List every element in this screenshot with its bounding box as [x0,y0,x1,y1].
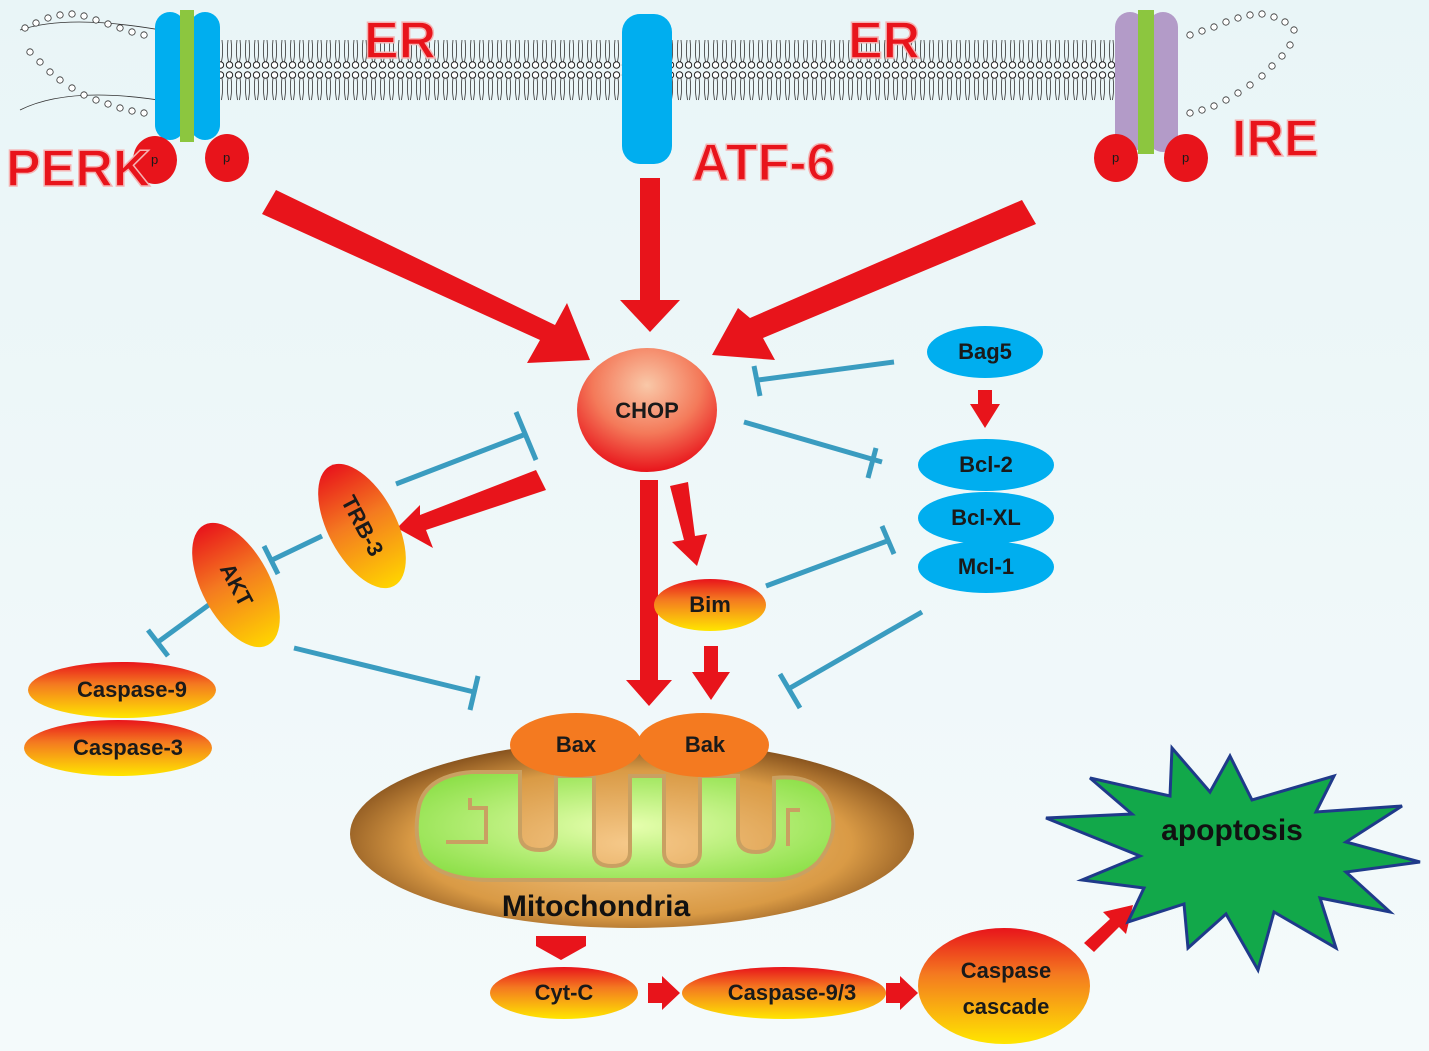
inhibit-bag5-to-chop [751,359,895,397]
chop-node: CHOP [577,348,717,472]
phospho-perk-right-label: p [223,150,230,165]
bak-label: Bak [685,732,726,757]
phospho-perk-right [205,134,249,182]
phospho-ire-right-label: p [1182,150,1189,165]
arrow-bim-to-bak [692,646,730,700]
inhibition-lines [146,359,924,711]
bclxl-node: Bcl-XL [918,492,1054,544]
inhibit-bim-to-bclxl [765,525,897,589]
mcl1-label: Mcl-1 [958,554,1014,579]
atf6-receptor [622,14,672,164]
bcl2-node: Bcl-2 [918,439,1054,491]
perk-receptor: p p [133,10,249,184]
arrow-cascade-to-apoptosis [1084,905,1133,952]
perk-label: PERK [6,140,151,198]
phospho-perk-left-label: p [151,152,158,167]
caspase3-node: Caspase-3 [24,720,212,776]
cytc-node: Cyt-C [490,967,638,1019]
bak-node: Bak [637,713,769,777]
ire-label: IRE [1232,110,1319,168]
phospho-ire-right [1164,134,1208,182]
arrow-mito-to-cytc [536,936,586,960]
arrow-ire-to-chop [712,200,1036,360]
bcl2-label: Bcl-2 [959,452,1013,477]
arrow-atf6-to-chop [620,178,680,332]
caspase9-label: Caspase-9 [77,677,187,702]
caspase-cascade-node: Caspase cascade [918,928,1090,1044]
activation-arrows [262,178,1133,1010]
phospho-perk-left [133,136,177,184]
inhibit-trb3-to-akt [261,533,324,576]
akt-node: AKT [192,522,280,648]
arrow-cytc-to-casp93 [648,976,680,1010]
caspase93-node: Caspase-9/3 [682,967,886,1019]
arrow-perk-to-chop [262,190,590,363]
bax-label: Bax [556,732,597,757]
phospho-ire-left-label: p [1112,150,1119,165]
cascade-label-line2: cascade [963,994,1050,1019]
inhibit-trb3-to-chop [395,411,539,487]
er-label-right: ER [848,12,920,70]
arrow-chop-to-trb3 [397,470,546,548]
atf6-label: ATF-6 [692,134,835,192]
mitochondria-cristae [414,770,836,882]
trb3-node: TRB-3 [318,463,406,589]
arrow-chop-to-bim [670,482,707,566]
bclxl-label: Bcl-XL [951,505,1021,530]
bag5-label: Bag5 [958,339,1012,364]
bim-node: Bim [654,579,766,631]
mcl1-node: Mcl-1 [918,541,1054,593]
bag5-node: Bag5 [927,326,1043,378]
inhibit-chop-to-bcl2 [743,419,883,479]
apoptosis-burst: apoptosis [1045,744,1421,974]
er-label-left: ER [364,12,436,70]
chop-label: CHOP [615,398,679,423]
mitochondria-label: Mitochondria [502,890,691,923]
inhibit-mcl1-to-mito [777,609,924,710]
apoptosis-label: apoptosis [1161,814,1303,847]
bax-node: Bax [510,713,642,777]
mitochondria: Mitochondria [350,740,914,928]
arrow-casp93-to-cascade [886,976,918,1010]
cascade-label-line1: Caspase [961,958,1052,983]
inhibit-akt-to-caspase9 [146,601,212,658]
ire-receptor: p p [1094,10,1208,182]
bim-label: Bim [689,592,731,617]
phospho-ire-left [1094,134,1138,182]
cytc-label: Cyt-C [535,980,594,1005]
arrow-chop-to-mito [626,480,672,706]
caspase93-label: Caspase-9/3 [728,980,856,1005]
caspase9-node: Caspase-9 [28,662,216,718]
caspase3-label: Caspase-3 [73,735,183,760]
inhibit-akt-to-mito [293,645,481,711]
arrow-bag5-to-bcl2 [970,390,1000,428]
